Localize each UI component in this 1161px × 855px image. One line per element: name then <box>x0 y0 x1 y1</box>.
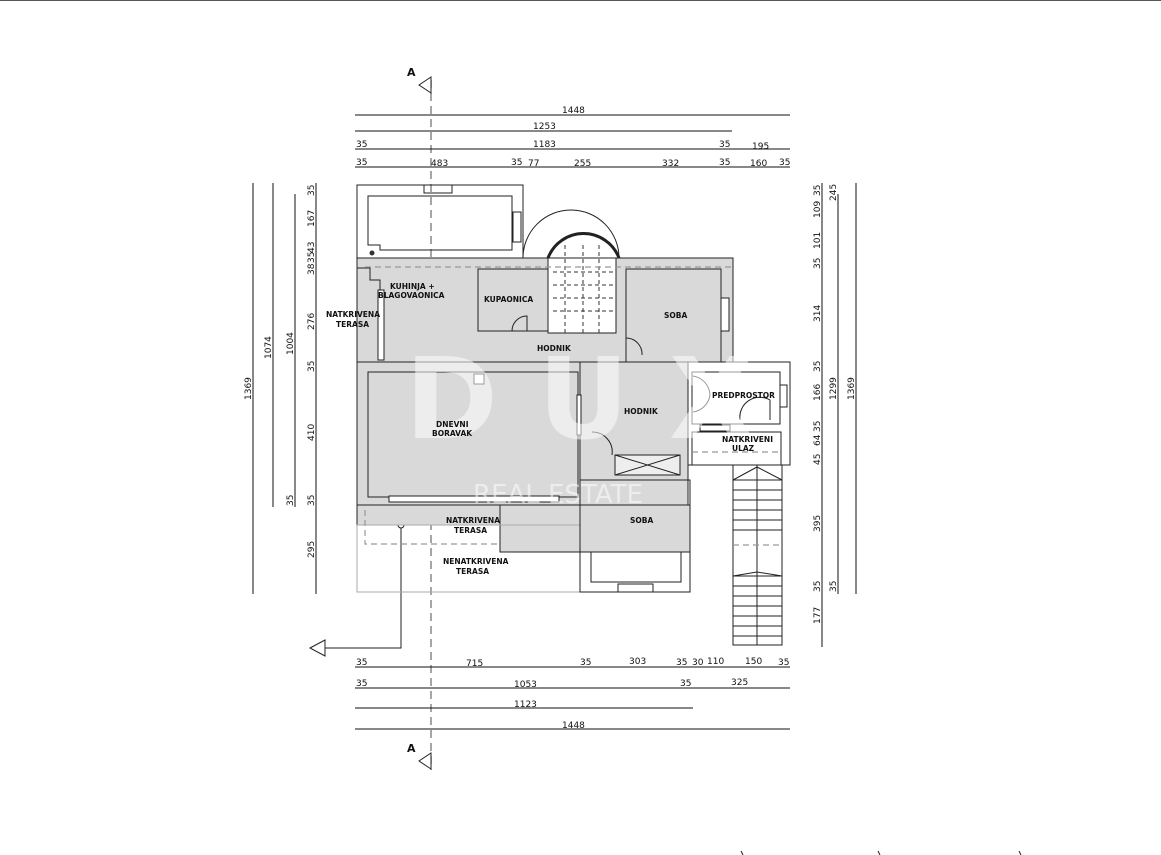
room-label: BLAGOVAONICA <box>378 291 445 300</box>
dim-label: 255 <box>574 159 591 169</box>
dim-label: 35 <box>813 581 823 592</box>
dim-label: 1074 <box>264 336 274 359</box>
dim-label: 77 <box>528 159 539 169</box>
dim-label: 276 <box>307 313 317 330</box>
dim-label: 35 <box>356 158 367 168</box>
dim-label: 35 <box>511 158 522 168</box>
dim-label: 45 <box>813 454 823 465</box>
dim-label: 167 <box>307 210 317 227</box>
top-dimensions: 1448 1253 35 1183 35 195 35 483 35 77 25… <box>355 106 790 169</box>
dim-label: 35 <box>778 658 789 668</box>
dim-label: 35 <box>813 185 823 196</box>
dim-label: 35 <box>307 495 317 506</box>
room-label: KUPAONICA <box>484 295 533 304</box>
dim-label: 1123 <box>514 700 537 710</box>
room-label: NENATKRIVENA <box>443 557 509 566</box>
watermark-subtitle: REAL ESTATE <box>473 480 643 510</box>
dim-label: 303 <box>629 657 646 667</box>
dim-label: 1183 <box>533 140 556 150</box>
dim-label: 30 <box>692 658 704 668</box>
dim-label: 1369 <box>244 377 254 400</box>
dim-label: 715 <box>466 659 483 669</box>
dim-label: 166 <box>813 384 823 401</box>
dim-label: 314 <box>813 305 823 322</box>
dim-label: 35 <box>813 361 823 372</box>
room-label: SOBA <box>664 311 687 320</box>
dim-label: 35 <box>307 252 317 263</box>
room-label: PREDPROSTOR <box>712 391 775 400</box>
dim-label: 101 <box>813 232 823 249</box>
dim-label: 295 <box>307 541 317 558</box>
room-label: SOBA <box>630 516 653 525</box>
outside-stairs <box>732 464 783 646</box>
section-arrow-bottom-icon <box>418 752 432 770</box>
section-mark-bottom: A <box>407 742 416 755</box>
room-label: NATKRIVENA <box>326 310 380 319</box>
dim-label: 35 <box>307 185 317 196</box>
dim-label: 195 <box>752 142 769 152</box>
room-label: TERASA <box>456 567 489 576</box>
dim-label: 35 <box>813 258 823 269</box>
dim-label: 410 <box>307 424 317 441</box>
dim-label: 35 <box>779 158 790 168</box>
dim-label: 35 <box>719 140 730 150</box>
dim-label: 1369 <box>847 377 857 400</box>
dim-label: 245 <box>829 184 839 201</box>
dim-label: 35 <box>307 361 317 372</box>
dim-label: 35 <box>356 140 367 150</box>
dim-label: 35 <box>680 679 691 689</box>
dim-label: 64 <box>813 434 823 446</box>
dim-label: 35 <box>829 581 839 592</box>
dim-label: 35 <box>719 158 730 168</box>
section-mark-top: A <box>407 66 416 79</box>
dim-label: 160 <box>750 159 767 169</box>
dim-label: 38 <box>307 263 317 275</box>
elevation-arrow-icon <box>308 639 326 657</box>
dim-label: 43 <box>307 242 317 253</box>
edge-marks <box>740 850 1022 855</box>
dim-label: 177 <box>813 607 823 624</box>
bottom-dimensions: 35 715 35 303 35 30 110 150 35 35 1053 3… <box>355 657 790 731</box>
dim-label: 110 <box>707 657 724 667</box>
dim-label: 1004 <box>286 332 296 355</box>
room-label: TERASA <box>336 320 369 329</box>
dim-label: 332 <box>662 159 679 169</box>
dim-label: 35 <box>356 658 367 668</box>
dim-label: 483 <box>431 159 448 169</box>
room-label: HODNIK <box>624 407 659 416</box>
left-dimensions: 1369 1074 1004 35 35 167 43 35 38 276 35… <box>244 183 317 594</box>
room-label: HODNIK <box>537 344 572 353</box>
dim-label: 1299 <box>829 377 839 400</box>
room-label: TERASA <box>454 526 487 535</box>
room-label: ULAZ <box>732 444 755 453</box>
room-label: NATKRIVENA <box>446 516 500 525</box>
dim-label: 1253 <box>533 122 556 132</box>
dim-label: 1448 <box>562 106 585 116</box>
room-labels: KUHINJA + BLAGOVAONICA KUPAONICA SOBA NA… <box>326 282 775 576</box>
dim-label: 1448 <box>562 721 585 731</box>
room-label: BORAVAK <box>432 429 473 438</box>
watermark-logo: DUX <box>405 335 795 465</box>
room-label: DNEVNI <box>436 420 469 429</box>
right-dimensions: 35 109 101 35 314 35 166 35 64 45 395 35… <box>813 183 857 647</box>
dim-label: 395 <box>813 515 823 532</box>
dim-label: 35 <box>580 658 591 668</box>
dim-label: 109 <box>813 201 823 218</box>
dim-label: 35 <box>813 421 823 432</box>
room-label: KUHINJA + <box>390 282 435 291</box>
dim-label: 325 <box>731 678 748 688</box>
section-arrow-top-icon <box>418 76 432 94</box>
dim-label: 35 <box>676 658 687 668</box>
dim-label: 150 <box>745 657 762 667</box>
dim-label: 35 <box>286 495 296 506</box>
room-label: NATKRIVENI <box>722 435 773 444</box>
dim-label: 1053 <box>514 680 537 690</box>
elevation-line <box>325 525 402 649</box>
dim-label: 35 <box>356 679 367 689</box>
plan <box>356 184 791 646</box>
